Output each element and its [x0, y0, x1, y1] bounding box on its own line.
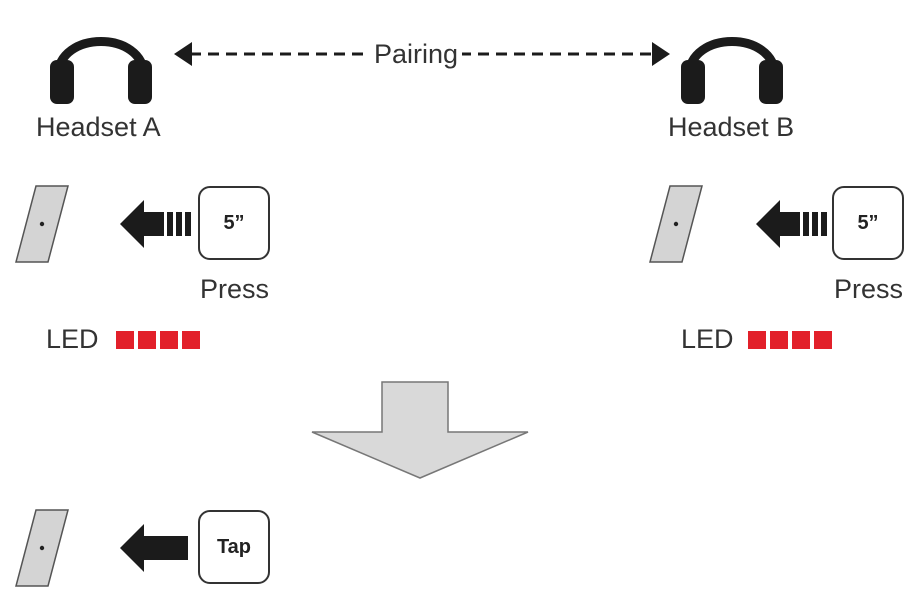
next-step-down-arrow: [311, 381, 529, 479]
press-arrow-icon-a: [120, 200, 191, 248]
led-square: [792, 331, 810, 349]
headphones-icon-b: [681, 37, 783, 104]
device-icon-a: [15, 185, 69, 263]
press-label-a: Press: [200, 274, 270, 304]
headphones-icon-a: [50, 37, 152, 104]
led-square: [814, 331, 832, 349]
led-square: [116, 331, 134, 349]
led-indicator-a: [116, 331, 204, 349]
pairing-arrow: [174, 42, 670, 66]
press-arrow-icon-b: [756, 200, 827, 248]
press-key-b: 5”: [832, 186, 904, 260]
led-label-a: LED: [46, 324, 99, 354]
led-label-b: LED: [681, 324, 734, 354]
led-square: [138, 331, 156, 349]
led-square: [748, 331, 766, 349]
led-square: [770, 331, 788, 349]
headset-b-label: Headset B: [668, 112, 795, 142]
tap-key: Tap: [198, 510, 270, 584]
led-indicator-b: [748, 331, 836, 349]
press-label-b: Press: [834, 274, 904, 304]
led-square: [160, 331, 178, 349]
device-icon-b: [649, 185, 703, 263]
headset-a-label: Headset A: [36, 112, 161, 142]
press-key-a: 5”: [198, 186, 270, 260]
device-icon-tap: [15, 509, 69, 587]
pairing-label: Pairing: [370, 39, 463, 70]
tap-arrow-icon: [120, 524, 188, 572]
led-square: [182, 331, 200, 349]
